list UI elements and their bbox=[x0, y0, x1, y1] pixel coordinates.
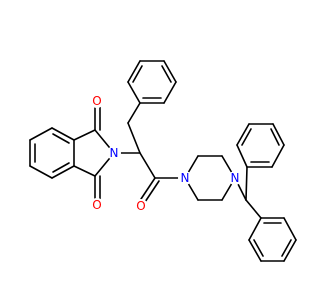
oxygen-label-amide: O bbox=[136, 199, 145, 213]
bond-lines bbox=[29, 60, 297, 262]
nitrogen-label-piperazine-left: N bbox=[181, 171, 190, 185]
nitrogen-label-piperazine-right: N bbox=[231, 171, 240, 185]
oxygen-label-bottom: O bbox=[92, 198, 101, 212]
molecule-structure: O O O N N N bbox=[29, 60, 297, 262]
atom-labels: O O O N N N bbox=[90, 94, 242, 213]
nitrogen-label-imide: N bbox=[110, 146, 119, 160]
oxygen-label-top: O bbox=[92, 94, 101, 108]
